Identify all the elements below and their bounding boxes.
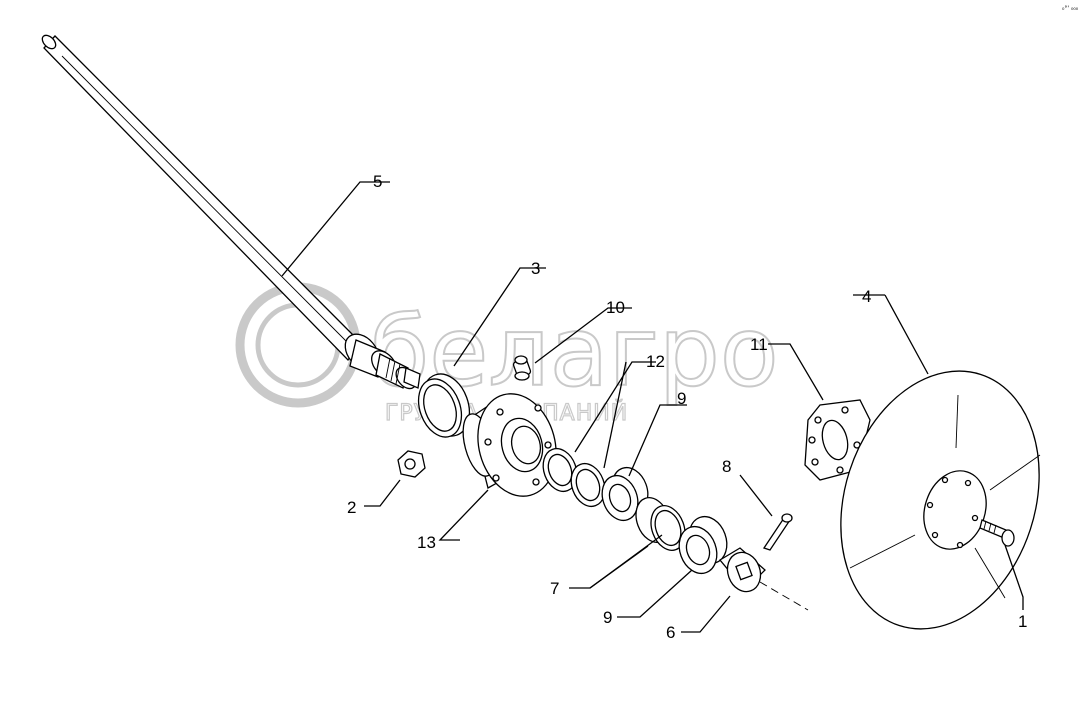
label-13: 13 — [417, 533, 436, 552]
bearing-upper — [601, 466, 649, 522]
label-11: 11 — [750, 335, 768, 354]
wheel-hub — [462, 393, 557, 497]
label-3: 3 — [531, 259, 540, 278]
label-9-upper: 9 — [677, 389, 686, 408]
label-8: 8 — [722, 457, 731, 476]
grease-fitting — [512, 355, 532, 381]
disc — [840, 370, 1041, 630]
label-7: 7 — [550, 579, 559, 598]
leader-lines — [281, 181, 1024, 633]
label-4: 4 — [862, 287, 871, 306]
castle-nut — [719, 547, 766, 593]
bolt — [979, 519, 1015, 547]
bearing-lower — [678, 515, 728, 575]
ring-pair — [542, 447, 606, 508]
label-1: 1 — [1018, 612, 1027, 631]
center-line — [759, 581, 809, 611]
axle-shaft — [41, 34, 421, 390]
nut — [397, 450, 426, 478]
label-5: 5 — [373, 172, 382, 191]
label-10: 10 — [606, 298, 625, 317]
cotter-pin — [762, 513, 793, 551]
label-6: 6 — [666, 623, 675, 642]
label-2: 2 — [347, 498, 356, 517]
corner-mark: ₀°' ₀₀₀ — [1062, 5, 1079, 12]
label-12: 12 — [646, 352, 665, 371]
retaining-rings — [635, 497, 686, 551]
seal-ring — [417, 373, 471, 438]
label-9-lower: 9 — [603, 608, 612, 627]
